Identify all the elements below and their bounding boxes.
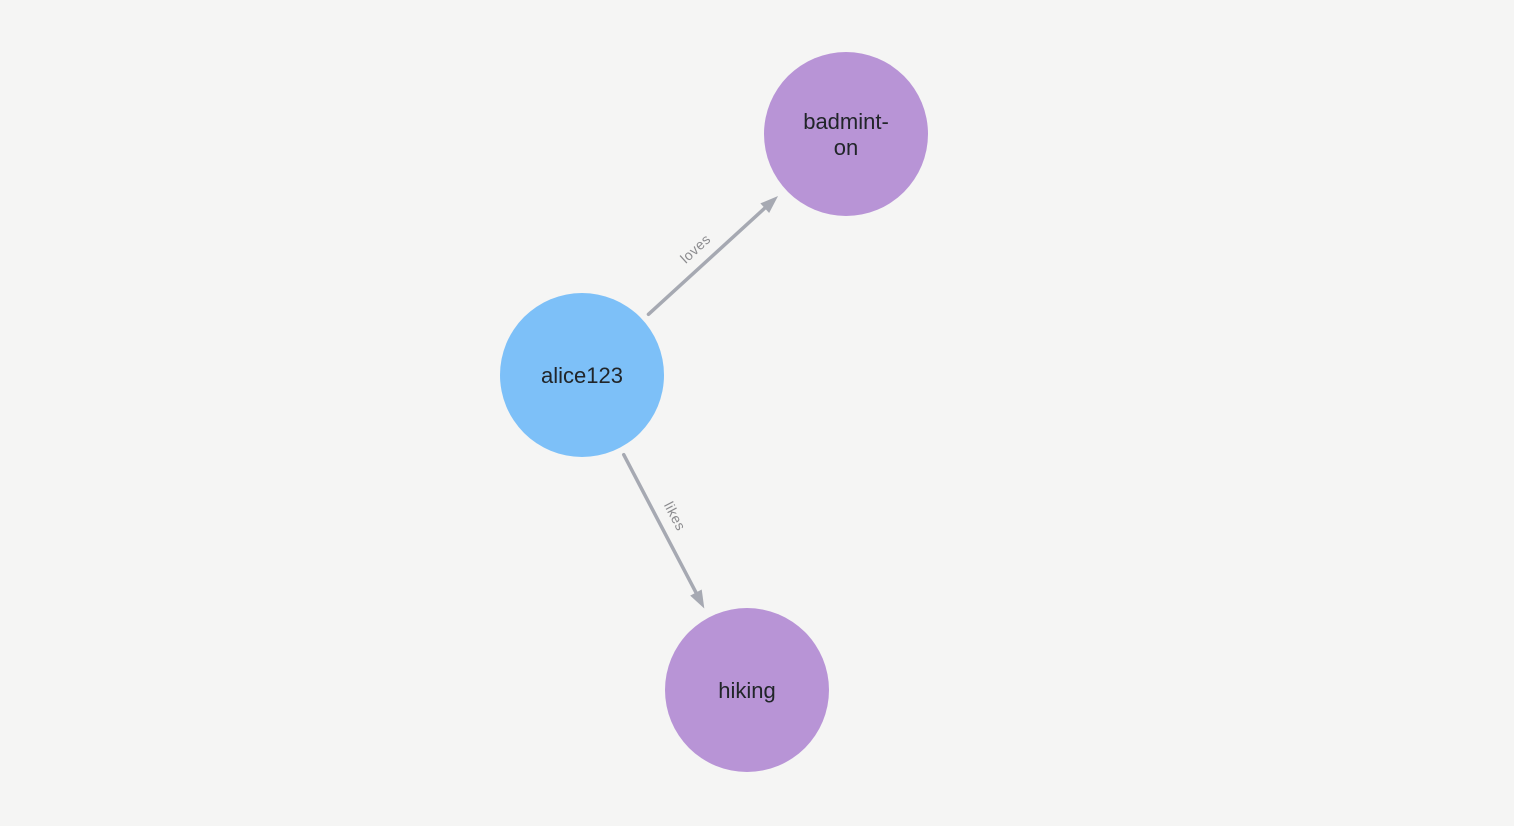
- graph-edge-likes[interactable]: likes: [622, 452, 705, 609]
- graph-node-alice123[interactable]: alice123: [500, 293, 664, 457]
- node-label-badminton: badmint-on: [803, 109, 889, 160]
- edge-label-likes[interactable]: likes: [661, 499, 689, 533]
- node-label-hiking: hiking: [718, 678, 775, 703]
- graph-node-hiking[interactable]: hiking: [665, 608, 829, 772]
- graph-node-badminton[interactable]: badmint-on: [764, 52, 928, 216]
- node-circle-badminton[interactable]: [764, 52, 928, 216]
- edge-arrowhead-icon: [760, 196, 779, 213]
- node-circle-alice123[interactable]: [500, 293, 664, 457]
- edge-line-loves[interactable]: [646, 202, 771, 317]
- node-label-alice123: alice123: [541, 363, 623, 388]
- edge-line-likes[interactable]: [622, 452, 701, 600]
- node-circle-hiking[interactable]: [665, 608, 829, 772]
- edge-arrowhead-icon: [690, 589, 705, 609]
- graph-edge-loves[interactable]: loves: [646, 196, 779, 317]
